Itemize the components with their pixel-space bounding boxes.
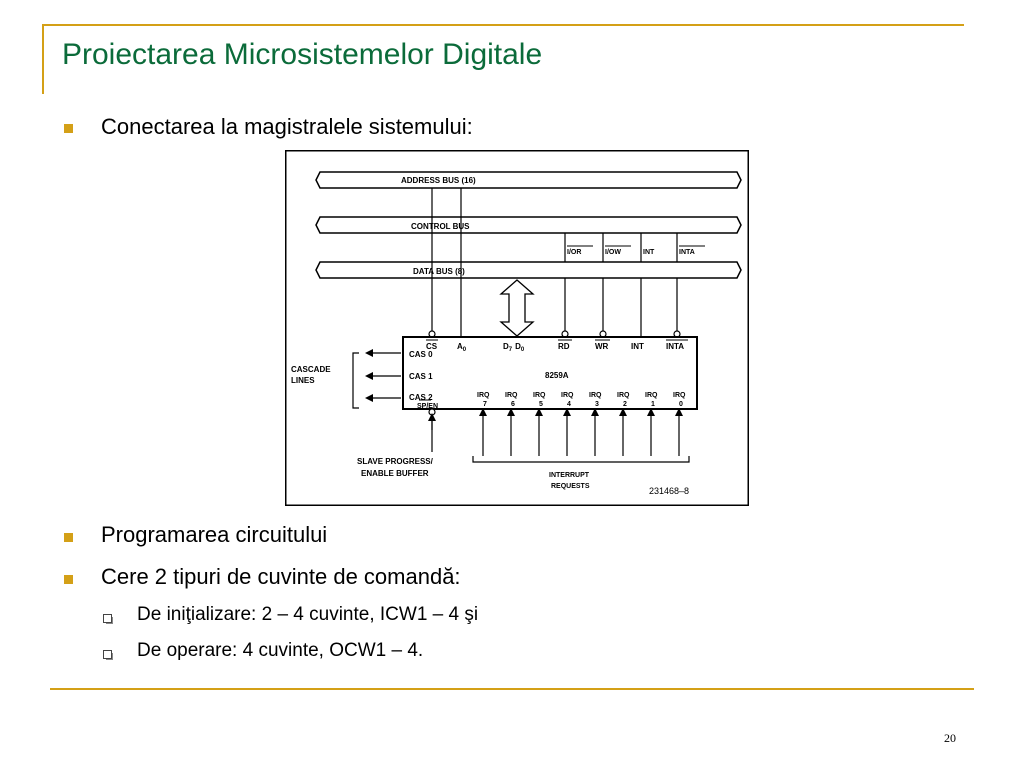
pin-cas0: CAS 0 — [409, 350, 433, 359]
svg-text:1: 1 — [651, 401, 655, 408]
bullet-text: Programarea circuitului — [101, 522, 328, 547]
data-bus — [315, 261, 742, 279]
left-rule — [42, 24, 44, 94]
pin-rd: RD — [558, 342, 570, 351]
cascade-label-line1: CASCADE — [291, 365, 331, 374]
pin-sp-en: SP/EN — [417, 403, 438, 410]
diagram-svg: ADDRESS BUS (16) CONTROL BUS DATA BUS (8… — [285, 150, 749, 506]
svg-text:7: 7 — [483, 401, 487, 408]
svg-text:IRQ: IRQ — [673, 392, 686, 399]
bullet-text: Cere 2 tipuri de cuvinte de comandă: — [101, 564, 461, 589]
chip-name: 8259A — [545, 371, 569, 380]
inta-bus-label: INTA — [679, 249, 695, 256]
svg-text:2: 2 — [623, 401, 627, 408]
interrupt-label-line2: REQUESTS — [551, 483, 590, 490]
irq-labels: IRQ IRQ IRQ IRQ IRQ IRQ IRQ IRQ 7 6 5 4 … — [477, 392, 686, 408]
svg-text:IRQ: IRQ — [589, 392, 602, 399]
svg-text:IRQ: IRQ — [477, 392, 490, 399]
svg-text:6: 6 — [511, 401, 515, 408]
top-rule — [42, 24, 964, 26]
svg-text:5: 5 — [539, 401, 543, 408]
pin-cas1: CAS 1 — [409, 372, 433, 381]
iow-label: I/OW — [605, 249, 621, 256]
slide-title: Proiectarea Microsistemelor Digitale — [62, 38, 543, 71]
bullet-text: Conectarea la magistralele sistemului: — [101, 114, 473, 139]
svg-text:0: 0 — [679, 401, 683, 408]
svg-text:IRQ: IRQ — [645, 392, 658, 399]
bottom-rule — [50, 688, 974, 690]
hollow-square-bullet-icon — [103, 650, 113, 660]
int-bus-label: INT — [643, 249, 655, 256]
address-bus — [315, 171, 742, 189]
pin-cs: CS — [426, 342, 438, 351]
square-bullet-icon — [64, 533, 73, 542]
svg-text:IRQ: IRQ — [617, 392, 630, 399]
address-bus-label: ADDRESS BUS (16) — [401, 176, 476, 185]
pin-int: INT — [631, 342, 644, 351]
svg-text:IRQ: IRQ — [533, 392, 546, 399]
data-bus-label: DATA BUS (8) — [413, 267, 465, 276]
figure-code: 231468–8 — [649, 486, 689, 496]
chip-8259a — [402, 336, 698, 410]
square-bullet-icon — [64, 575, 73, 584]
interrupt-label-line1: INTERRUPT — [549, 472, 590, 479]
ior-label: I/OR — [567, 249, 581, 256]
svg-text:IRQ: IRQ — [561, 392, 574, 399]
svg-text:IRQ: IRQ — [505, 392, 518, 399]
sub-bullet-text: De operare: 4 cuvinte, OCW1 – 4. — [137, 640, 424, 661]
slave-label-line1: SLAVE PROGRESS/ — [357, 457, 434, 466]
sub-bullet-text: De iniţializare: 2 – 4 cuvinte, ICW1 – 4… — [137, 604, 479, 625]
pin-cas2: CAS 2 — [409, 393, 433, 402]
pin-wr: WR — [595, 342, 609, 351]
square-bullet-icon — [64, 124, 73, 133]
hollow-square-bullet-icon — [103, 614, 113, 624]
control-bus — [315, 216, 742, 234]
page-number: 20 — [944, 731, 956, 745]
cascade-label-line2: LINES — [291, 376, 315, 385]
svg-text:4: 4 — [567, 401, 571, 408]
bus-connection-diagram: ADDRESS BUS (16) CONTROL BUS DATA BUS (8… — [285, 150, 749, 506]
pin-inta: INTA — [666, 342, 684, 351]
svg-text:3: 3 — [595, 401, 599, 408]
control-bus-label: CONTROL BUS — [411, 222, 470, 231]
pin-a0: A0 — [457, 342, 467, 353]
slave-label-line2: ENABLE BUFFER — [361, 469, 429, 478]
